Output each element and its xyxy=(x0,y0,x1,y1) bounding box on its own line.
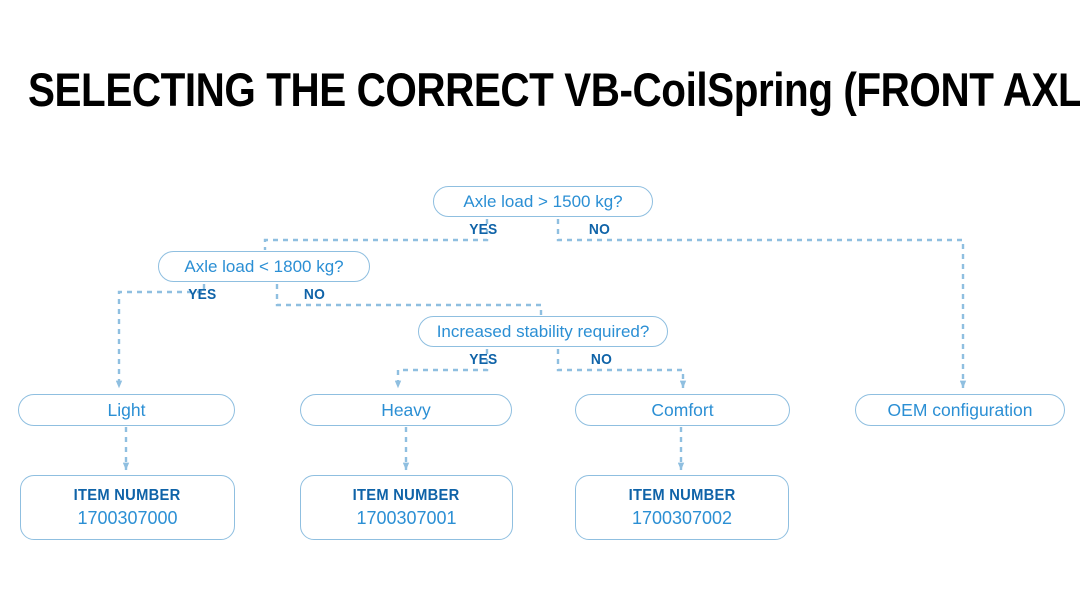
item-box-heavy[interactable]: ITEM NUMBER 1700307001 xyxy=(300,475,513,540)
category-heavy[interactable]: Heavy xyxy=(300,394,512,426)
category-oem-configuration[interactable]: OEM configuration xyxy=(855,394,1065,426)
category-label: Light xyxy=(107,399,146,420)
item-number-value: 1700307001 xyxy=(356,507,457,528)
decision-label: Axle load > 1500 kg? xyxy=(463,191,623,211)
item-number-label: ITEM NUMBER xyxy=(353,486,460,504)
item-box-comfort[interactable]: ITEM NUMBER 1700307002 xyxy=(575,475,789,540)
category-label: Heavy xyxy=(381,399,431,420)
category-comfort[interactable]: Comfort xyxy=(575,394,790,426)
decision-increased-stability[interactable]: Increased stability required? xyxy=(418,316,668,347)
category-label: Comfort xyxy=(651,399,714,420)
branch-label-d3-no: NO xyxy=(590,351,612,368)
item-box-light[interactable]: ITEM NUMBER 1700307000 xyxy=(20,475,235,540)
decision-axle-load-1500[interactable]: Axle load > 1500 kg? xyxy=(433,186,653,217)
branch-label-d2-no: NO xyxy=(303,286,325,303)
edge-d3-no xyxy=(556,349,687,389)
branch-label-d2-yes: YES xyxy=(188,286,217,303)
decision-label: Axle load < 1800 kg? xyxy=(184,256,344,276)
branch-label-d1-no: NO xyxy=(588,221,610,238)
branch-label-d3-yes: YES xyxy=(469,351,498,368)
decision-axle-load-1800[interactable]: Axle load < 1800 kg? xyxy=(158,251,370,282)
item-number-value: 1700307002 xyxy=(631,507,733,528)
category-light[interactable]: Light xyxy=(18,394,235,426)
category-label: OEM configuration xyxy=(887,399,1033,420)
branch-label-d1-yes: YES xyxy=(469,221,498,238)
item-number-label: ITEM NUMBER xyxy=(74,486,181,504)
page-title: SELECTING THE CORRECT VB-CoilSpring (FRO… xyxy=(28,63,1080,116)
edge-d1-no xyxy=(556,219,967,389)
edge-d1-yes xyxy=(263,219,489,250)
item-number-value: 1700307000 xyxy=(77,507,178,528)
item-number-label: ITEM NUMBER xyxy=(628,486,736,504)
decision-label: Increased stability required? xyxy=(436,321,650,341)
